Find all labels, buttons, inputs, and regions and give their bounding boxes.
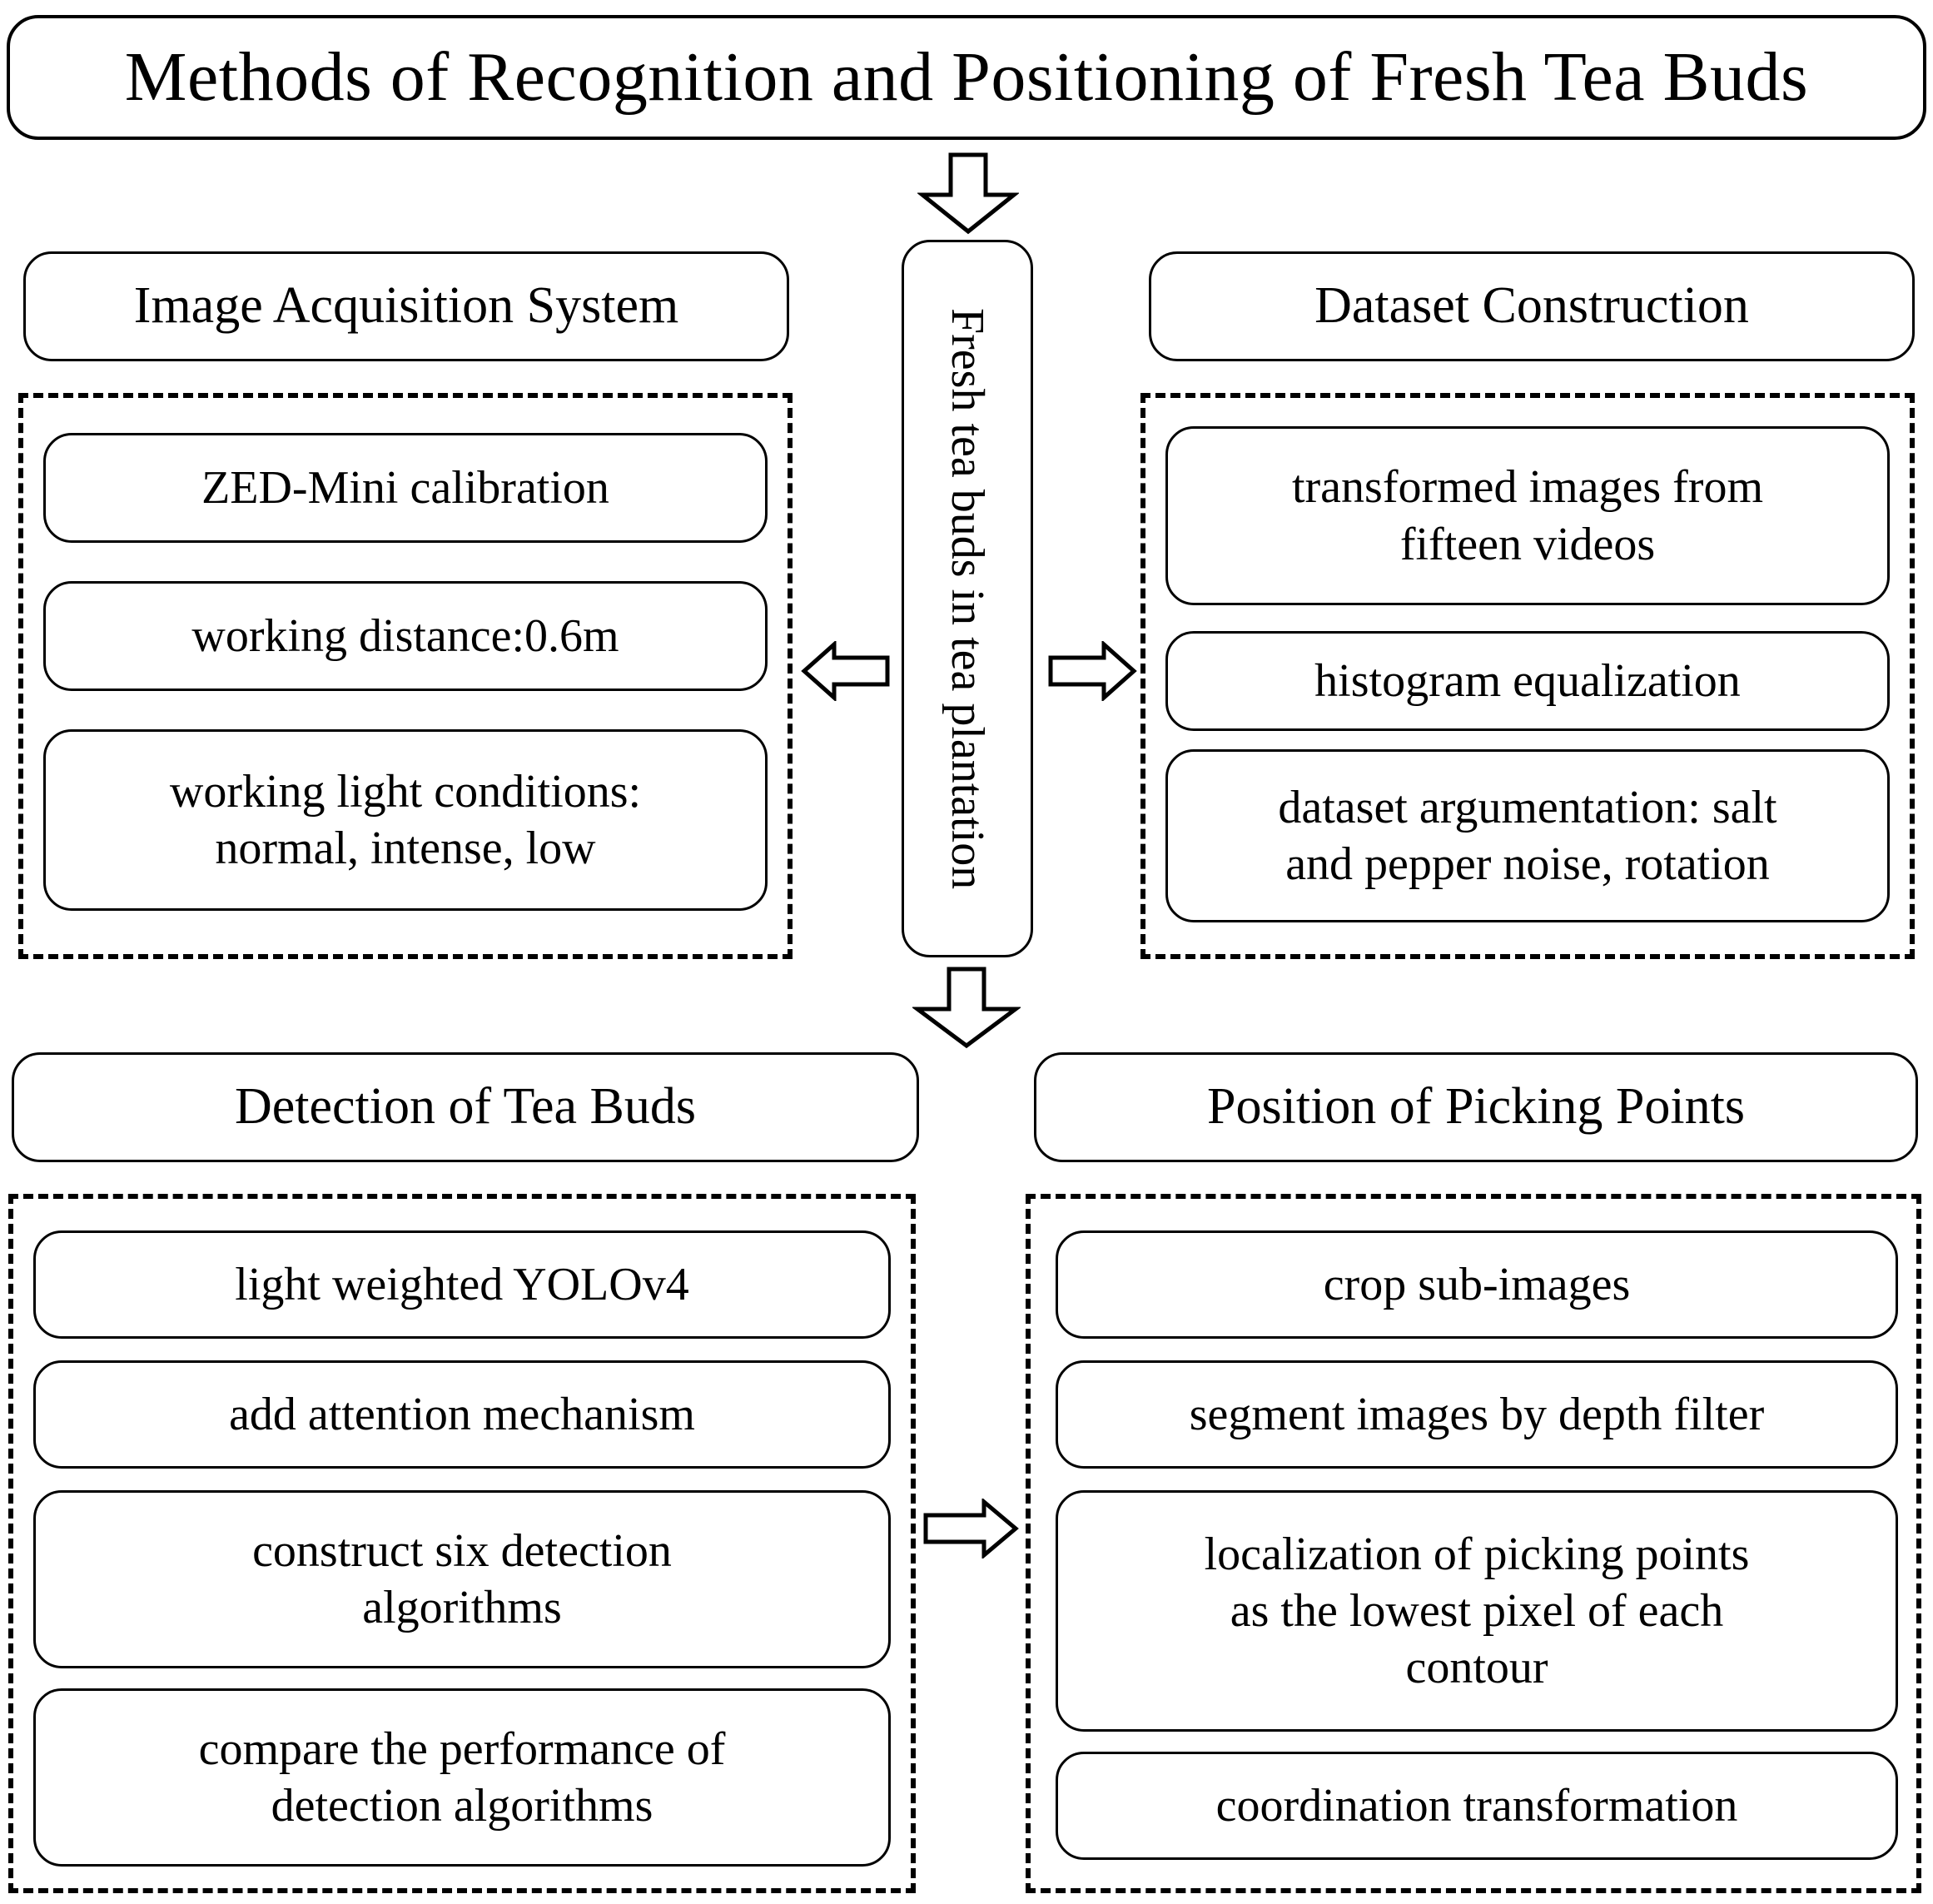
arrow-down-center-to-bottom-icon bbox=[911, 966, 1022, 1049]
arrow-right-detection-to-pos-icon bbox=[922, 1497, 1019, 1560]
list-item: working light conditions: normal, intens… bbox=[43, 729, 768, 911]
item-label: segment images by depth filter bbox=[1189, 1388, 1765, 1440]
arrow-down-title-to-center-icon bbox=[916, 152, 1021, 235]
list-item: construct six detection algorithms bbox=[33, 1490, 891, 1668]
item-label: ZED-Mini calibration bbox=[201, 461, 609, 514]
item-label: working distance:0.6m bbox=[191, 609, 619, 662]
section-group-dataset-construction bbox=[1140, 393, 1915, 959]
section-header-label: Detection of Tea Buds bbox=[234, 1078, 697, 1136]
list-item: coordination transformation bbox=[1056, 1752, 1898, 1860]
section-header-image-acquisition-system: Image Acquisition System bbox=[23, 251, 789, 361]
list-item: histogram equalization bbox=[1165, 631, 1890, 731]
page-title-text: Methods of Recognition and Positioning o… bbox=[124, 37, 1809, 116]
section-header-detection-of-tea-buds: Detection of Tea Buds bbox=[12, 1052, 919, 1162]
item-label: localization of picking points as the lo… bbox=[1204, 1528, 1750, 1694]
item-label: histogram equalization bbox=[1314, 654, 1741, 707]
list-item: localization of picking points as the lo… bbox=[1056, 1490, 1898, 1732]
list-item: transformed images from fifteen videos bbox=[1165, 426, 1890, 605]
list-item: dataset argumentation: salt and pepper n… bbox=[1165, 749, 1890, 922]
center-source-box: Fresh tea buds in tea plantation bbox=[902, 240, 1033, 957]
section-header-label: Image Acquisition System bbox=[133, 277, 679, 335]
item-label: working light conditions: normal, intens… bbox=[169, 765, 642, 874]
list-item: compare the performance of detection alg… bbox=[33, 1688, 891, 1867]
list-item: add attention mechanism bbox=[33, 1360, 891, 1469]
list-item: segment images by depth filter bbox=[1056, 1360, 1898, 1469]
section-header-label: Dataset Construction bbox=[1314, 277, 1749, 335]
arrow-right-center-to-data-icon bbox=[1047, 639, 1137, 703]
item-label: dataset argumentation: salt and pepper n… bbox=[1278, 781, 1777, 890]
item-label: compare the performance of detection alg… bbox=[198, 1723, 726, 1832]
item-label: light weighted YOLOv4 bbox=[235, 1258, 689, 1310]
section-header-label: Position of Picking Points bbox=[1207, 1078, 1745, 1136]
section-header-position-of-picking-points: Position of Picking Points bbox=[1034, 1052, 1918, 1162]
section-group-detection-of-tea-buds bbox=[8, 1194, 916, 1893]
section-group-image-acquisition-system bbox=[18, 393, 793, 959]
list-item: crop sub-images bbox=[1056, 1230, 1898, 1339]
item-label: transformed images from fifteen videos bbox=[1291, 461, 1764, 570]
section-group-position-of-picking-points bbox=[1026, 1194, 1921, 1893]
center-source-label: Fresh tea buds in tea plantation bbox=[942, 307, 993, 890]
section-header-dataset-construction: Dataset Construction bbox=[1149, 251, 1915, 361]
arrow-left-center-to-acq-icon bbox=[801, 639, 891, 703]
page-title: Methods of Recognition and Positioning o… bbox=[7, 15, 1926, 140]
item-label: crop sub-images bbox=[1323, 1258, 1631, 1310]
list-item: ZED-Mini calibration bbox=[43, 433, 768, 543]
list-item: working distance:0.6m bbox=[43, 581, 768, 691]
item-label: add attention mechanism bbox=[229, 1388, 695, 1440]
item-label: construct six detection algorithms bbox=[252, 1524, 672, 1633]
item-label: coordination transformation bbox=[1215, 1779, 1738, 1832]
list-item: light weighted YOLOv4 bbox=[33, 1230, 891, 1339]
